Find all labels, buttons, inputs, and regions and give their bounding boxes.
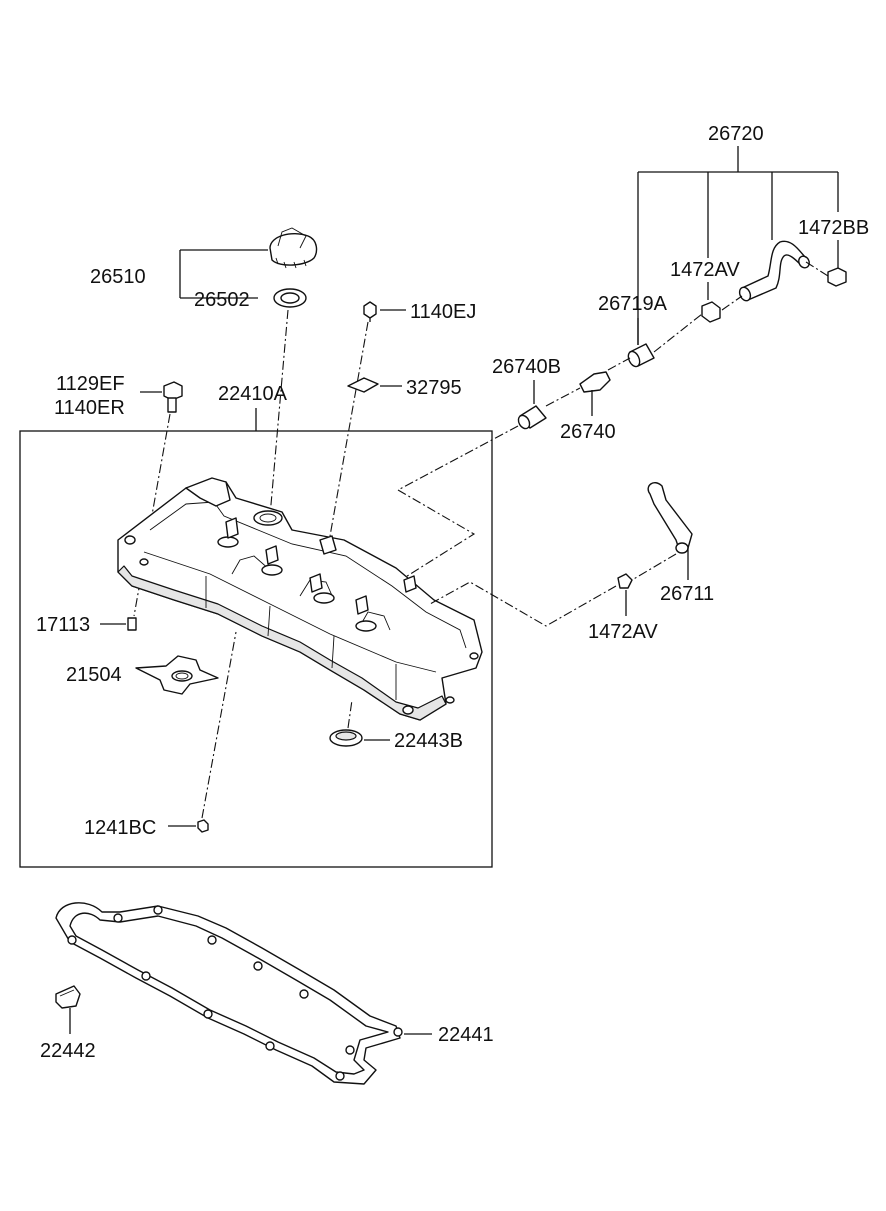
label-1140ej: 1140EJ [410, 301, 476, 323]
label-1472bb: 1472BB [798, 217, 869, 239]
label-26719a: 26719A [598, 293, 668, 315]
label-1472av-top: 1472AV [670, 259, 740, 281]
plug-22442 [55, 985, 81, 1034]
hose-26719a [741, 240, 807, 301]
plug-17113 [100, 617, 137, 631]
label-1129ef: 1129EF [56, 373, 125, 395]
label-26740b: 26740B [492, 356, 561, 378]
bracket-32795 [347, 377, 402, 393]
label-26740: 26740 [560, 421, 616, 443]
label-17113: 17113 [36, 614, 90, 636]
clamp-1472av-top [701, 301, 721, 323]
oil-filler-cap-group [179, 227, 318, 517]
breather-hose-group [396, 146, 847, 579]
bolt-1140ej [329, 301, 406, 537]
label-22443b: 22443B [394, 730, 463, 752]
hose-26711 [429, 482, 693, 627]
label-22441: 22441 [438, 1024, 494, 1046]
gasket-22441 [55, 902, 432, 1085]
label-26720: 26720 [708, 123, 764, 145]
gasket-21504 [135, 655, 219, 695]
label-26510: 26510 [90, 266, 146, 288]
valve-cover [117, 477, 483, 721]
label-26502: 26502 [194, 289, 250, 311]
label-22442: 22442 [40, 1040, 96, 1062]
label-21504: 21504 [66, 664, 122, 686]
label-22410a: 22410A [218, 383, 288, 405]
pcv-valve-26740 [579, 371, 611, 393]
clamp-1472bb [827, 267, 847, 287]
seal-22443b [329, 699, 390, 747]
label-1140er: 1140ER [54, 397, 125, 419]
bolt-1241bc [168, 631, 237, 833]
label-26711: 26711 [660, 583, 714, 605]
label-1241bc: 1241BC [84, 817, 156, 839]
oil-filler-cap [269, 232, 318, 266]
label-32795: 32795 [406, 377, 462, 399]
label-1472av-bottom: 1472AV [588, 621, 658, 643]
